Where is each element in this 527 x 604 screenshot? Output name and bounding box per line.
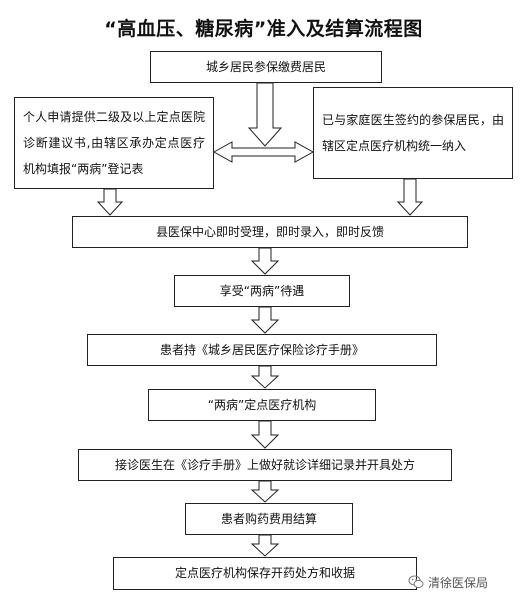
- node-right-signed: 已与家庭医生签约的参保居民，由辖区定点医疗机构统一纳入: [313, 87, 513, 179]
- node-county-center: 县医保中心即时受理，即时录入，即时反馈: [72, 216, 468, 248]
- arrow-left-down: [96, 188, 124, 216]
- arrow-county-to-enjoy: [250, 247, 280, 275]
- node-doctor-label: 接诊医生在《诊疗手册》上做好就诊详细记录并开具处方: [114, 457, 415, 472]
- node-county-center-label: 县医保中心即时受理，即时录入，即时反馈: [155, 224, 384, 239]
- watermark-text: 清徐医保局: [428, 575, 489, 590]
- arrow-residents-down: [247, 82, 283, 147]
- node-settlement-label: 患者购药费用结算: [220, 511, 317, 526]
- node-right-signed-label: 已与家庭医生签约的参保居民，由辖区定点医疗机构统一纳入: [322, 113, 504, 153]
- node-enjoy-label: 享受“两病”待遇: [219, 283, 305, 298]
- arrow-settlement-to-archive: [250, 534, 280, 557]
- node-doctor: 接诊医生在《诊疗手册》上做好就诊详细记录并开具处方: [78, 449, 452, 481]
- diagram-title: “高血压、糖尿病”准入及结算流程图: [104, 18, 423, 40]
- arrow-handbook-to-designated: [250, 365, 280, 389]
- arrow-designated-to-doctor: [250, 420, 280, 449]
- node-enjoy: 享受“两病”待遇: [174, 275, 350, 307]
- node-left-apply-label: 个人申请提供二级及以上定点医院诊断建议书,由辖区承办定点医疗机构填报“两病”登记…: [23, 110, 205, 176]
- node-archive: 定点医疗机构保存开药处方和收据: [113, 557, 417, 590]
- wechat-icon: [408, 575, 424, 589]
- node-archive-label: 定点医疗机构保存开药处方和收据: [174, 566, 355, 581]
- arrow-left-right-double: [212, 141, 315, 163]
- node-settlement: 患者购药费用结算: [185, 503, 353, 535]
- node-handbook-label: 患者持《城乡居民医疗保险诊疗手册》: [159, 342, 364, 357]
- node-designated: “两病”定点医疗机构: [148, 389, 376, 421]
- node-handbook: 患者持《城乡居民医疗保险诊疗手册》: [87, 334, 437, 366]
- arrow-right-down: [396, 178, 424, 216]
- node-left-apply: 个人申请提供二级及以上定点医院诊断建议书,由辖区承办定点医疗机构填报“两病”登记…: [14, 97, 214, 189]
- arrow-enjoy-to-handbook: [250, 306, 280, 334]
- node-designated-label: “两病”定点医疗机构: [207, 397, 317, 412]
- watermark: 清徐医保局: [408, 572, 524, 592]
- node-residents-label: 城乡居民参保缴费居民: [205, 59, 326, 74]
- arrow-doctor-to-settlement: [250, 480, 280, 503]
